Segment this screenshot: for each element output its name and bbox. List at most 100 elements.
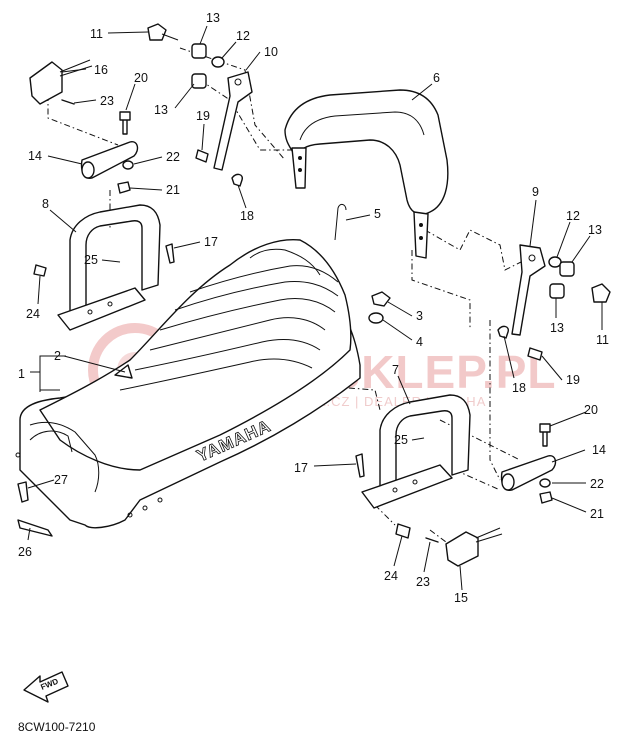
cylinder-14-right-end (501, 473, 515, 491)
callout-25-left: 25 (84, 253, 98, 267)
seat-rivet-3 (142, 505, 148, 511)
backrest-pad (284, 89, 449, 216)
seat-assembly: YAMAHA (15, 238, 361, 529)
frame-8-hole-1 (87, 309, 93, 315)
pin-5 (334, 203, 347, 241)
callout-11-top: 11 (90, 27, 103, 41)
knob-11-left (147, 23, 167, 41)
spacer-13-top (191, 43, 207, 59)
callout-24-left: 24 (26, 307, 40, 321)
callout-13-mid: 13 (154, 103, 168, 117)
washer-4 (368, 312, 384, 324)
callout-13-low: 13 (550, 321, 564, 335)
dash-line-7-24 (374, 504, 396, 526)
frame-8-plate (57, 287, 146, 331)
forward-arrow-icon (23, 671, 69, 703)
spacer-13-right-low (549, 283, 565, 299)
screw-17-top (165, 243, 175, 264)
drawing-code: 8CW100-7210 (18, 720, 96, 734)
hardware (17, 23, 611, 567)
seat-rear-hump (249, 248, 321, 276)
screw-17-low (355, 453, 365, 478)
callout-26: 26 (18, 545, 32, 559)
backrest-inner-edge (299, 111, 425, 141)
callout-17-low: 17 (294, 461, 308, 475)
callout-22-left: 22 (166, 150, 180, 164)
grab-frame-8 (57, 204, 161, 331)
seat-pleat-6 (119, 358, 313, 391)
bolt-20-right (539, 423, 551, 447)
callout-23-low: 23 (416, 575, 430, 589)
backrest-bolt-1 (298, 156, 302, 160)
bolt-24-left (33, 264, 47, 277)
callout-9: 9 (532, 185, 539, 199)
bracket-10-hole (234, 78, 242, 86)
grab-frame-7 (361, 394, 471, 509)
dash-line-18-19 (489, 320, 501, 481)
bracket-9-shape (511, 244, 546, 336)
leader-lines (27, 25, 603, 591)
screw-23-low (425, 537, 439, 543)
backrest-bolt-4 (419, 236, 423, 240)
callout-27: 27 (54, 473, 68, 487)
callout-24-low: 24 (384, 569, 398, 583)
backrest-bracket-9 (511, 244, 546, 336)
bolt-24-low (395, 523, 411, 539)
seat-rivet-2 (127, 512, 133, 518)
washer-12-top (211, 56, 225, 68)
spacer-13-mid (191, 73, 207, 89)
callout-6: 6 (433, 71, 440, 85)
backrest-bracket-left (291, 147, 307, 189)
callout-18-top: 18 (240, 209, 254, 223)
bolt-19-right (527, 347, 543, 361)
seat-pleat-4 (189, 265, 339, 293)
callouts: 11 13 12 10 16 20 23 13 6 19 14 22 21 8 … (18, 11, 609, 605)
cylinder-14-left-end (81, 161, 95, 179)
seat-pleat-3 (174, 281, 339, 311)
callout-19-right: 19 (566, 373, 580, 387)
dash-line-16-14 (47, 95, 119, 146)
cover-16-wires (59, 59, 93, 77)
callout-13-top: 13 (206, 11, 220, 25)
washer-22-right (539, 478, 551, 488)
backrest-bracket-10 (213, 71, 253, 171)
callout-8: 8 (42, 197, 49, 211)
backrest (284, 89, 449, 259)
callout-21-left: 21 (166, 183, 180, 197)
frame-7-plate (361, 464, 453, 509)
dash-line-15-23 (429, 529, 451, 546)
callout-4: 4 (416, 335, 423, 349)
bolt-20-left (119, 111, 131, 135)
backrest-bolt-2 (298, 168, 302, 172)
cover-16 (29, 61, 63, 105)
callout-19-top: 19 (196, 109, 210, 123)
nut-21-right (539, 491, 553, 504)
callout-22-right: 22 (590, 477, 604, 491)
nut-3 (371, 291, 391, 307)
callout-12-right: 12 (566, 209, 580, 223)
clip-18-left (231, 173, 244, 187)
dash-line-6-9 (424, 229, 526, 271)
seat-rivet-4 (157, 497, 163, 503)
seat-front-edge (29, 421, 100, 493)
frame-8-hole-2 (107, 301, 113, 307)
seat-pleat-1 (149, 317, 326, 351)
callout-11-right: 11 (596, 333, 609, 347)
frame-7-hole-1 (392, 487, 398, 493)
callout-13-right: 13 (588, 223, 602, 237)
callout-16: 16 (94, 63, 108, 77)
callout-17-top: 17 (204, 235, 218, 249)
callout-14-right: 14 (592, 443, 606, 457)
seat-rivet-1 (15, 452, 21, 458)
callout-21-right: 21 (590, 507, 604, 521)
nut-21-left (117, 181, 131, 194)
dash-line-13-6 (199, 79, 300, 151)
cover-15 (445, 531, 479, 567)
dash-line-10-6 (179, 47, 286, 161)
knob-11-left-stem (161, 33, 179, 41)
spacer-13-right-top (559, 261, 575, 277)
callout-25-right: 25 (394, 433, 408, 447)
knob-11-right (591, 283, 611, 303)
callout-12-top: 12 (236, 29, 250, 43)
strap-26 (17, 519, 53, 537)
